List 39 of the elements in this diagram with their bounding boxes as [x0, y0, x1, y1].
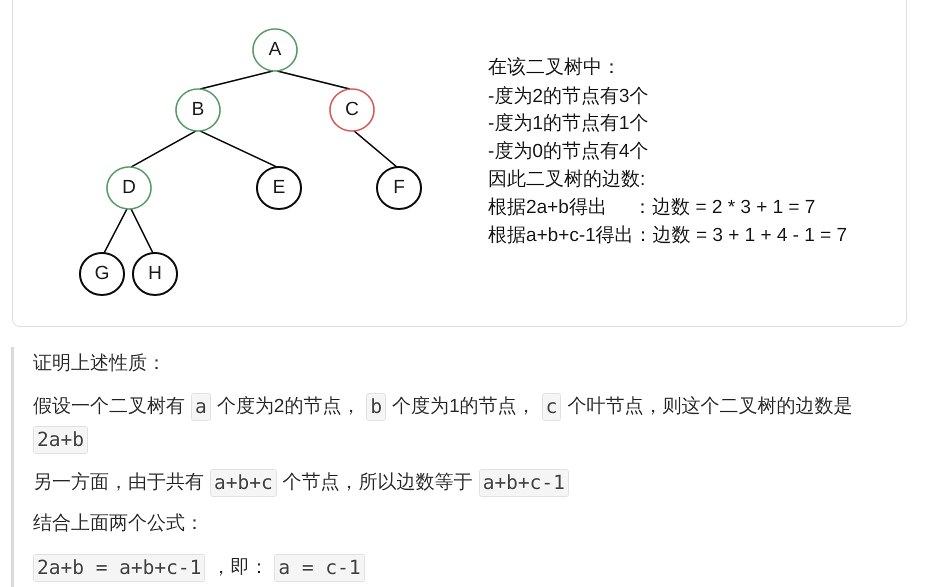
paragraph-text: 个节点，所以边数等于	[282, 471, 473, 495]
text-line: 根据2a+b得出 ：边数 = 2 * 3 + 1 = 7	[488, 196, 816, 220]
circle-node: G	[79, 252, 125, 296]
paragraph-text: 个度为1的节点，	[392, 395, 536, 419]
text-line: 根据a+b+c-1得出：边数 = 3 + 1 + 4 - 1 = 7	[488, 224, 848, 248]
text-line: -度为2的节点有3个	[488, 85, 648, 109]
inline-code: b	[366, 393, 386, 421]
inline-code: a+b+c-1	[478, 469, 569, 497]
edge-line	[353, 130, 398, 168]
inline-code: 2a+b = a+b+c-1	[33, 554, 206, 582]
inline-code: 2a+b	[33, 426, 88, 454]
inline-code: a+b+c	[210, 469, 277, 497]
circle-node: A	[252, 28, 298, 72]
edge-line	[103, 208, 128, 254]
edge-line	[276, 70, 350, 90]
edge-line	[130, 208, 154, 254]
edge-line	[200, 70, 274, 90]
circle-node: E	[256, 166, 302, 210]
circle-node: C	[329, 88, 375, 132]
edge-line	[130, 130, 196, 168]
text-line: 在该二叉树中：	[488, 56, 621, 80]
circle-node: D	[106, 166, 152, 210]
paragraph-text: 另一方面，由于共有	[33, 471, 204, 495]
circle-node: B	[175, 88, 221, 132]
inline-code: a	[191, 393, 211, 421]
paragraph-text: 个叶节点，则这个二叉树的边数是	[567, 395, 852, 419]
paragraph-text: 假设一个二叉树有	[33, 395, 185, 419]
paragraph-text: 结合上面两个公式：	[33, 512, 204, 536]
text-line: -度为1的节点有1个	[488, 112, 648, 136]
edge-line	[200, 130, 278, 168]
paragraph-text: 个度为2的节点，	[216, 395, 360, 419]
paragraph-text: 证明上述性质：	[33, 352, 166, 376]
inline-code: c	[542, 393, 562, 421]
inline-code: a = c-1	[274, 554, 365, 582]
paragraph-text: ，即：	[211, 556, 268, 580]
text-line: -度为0的节点有4个	[488, 140, 648, 164]
circle-node: H	[132, 252, 178, 296]
circle-node: F	[376, 166, 422, 210]
text-line: 因此二叉树的边数:	[488, 168, 646, 192]
